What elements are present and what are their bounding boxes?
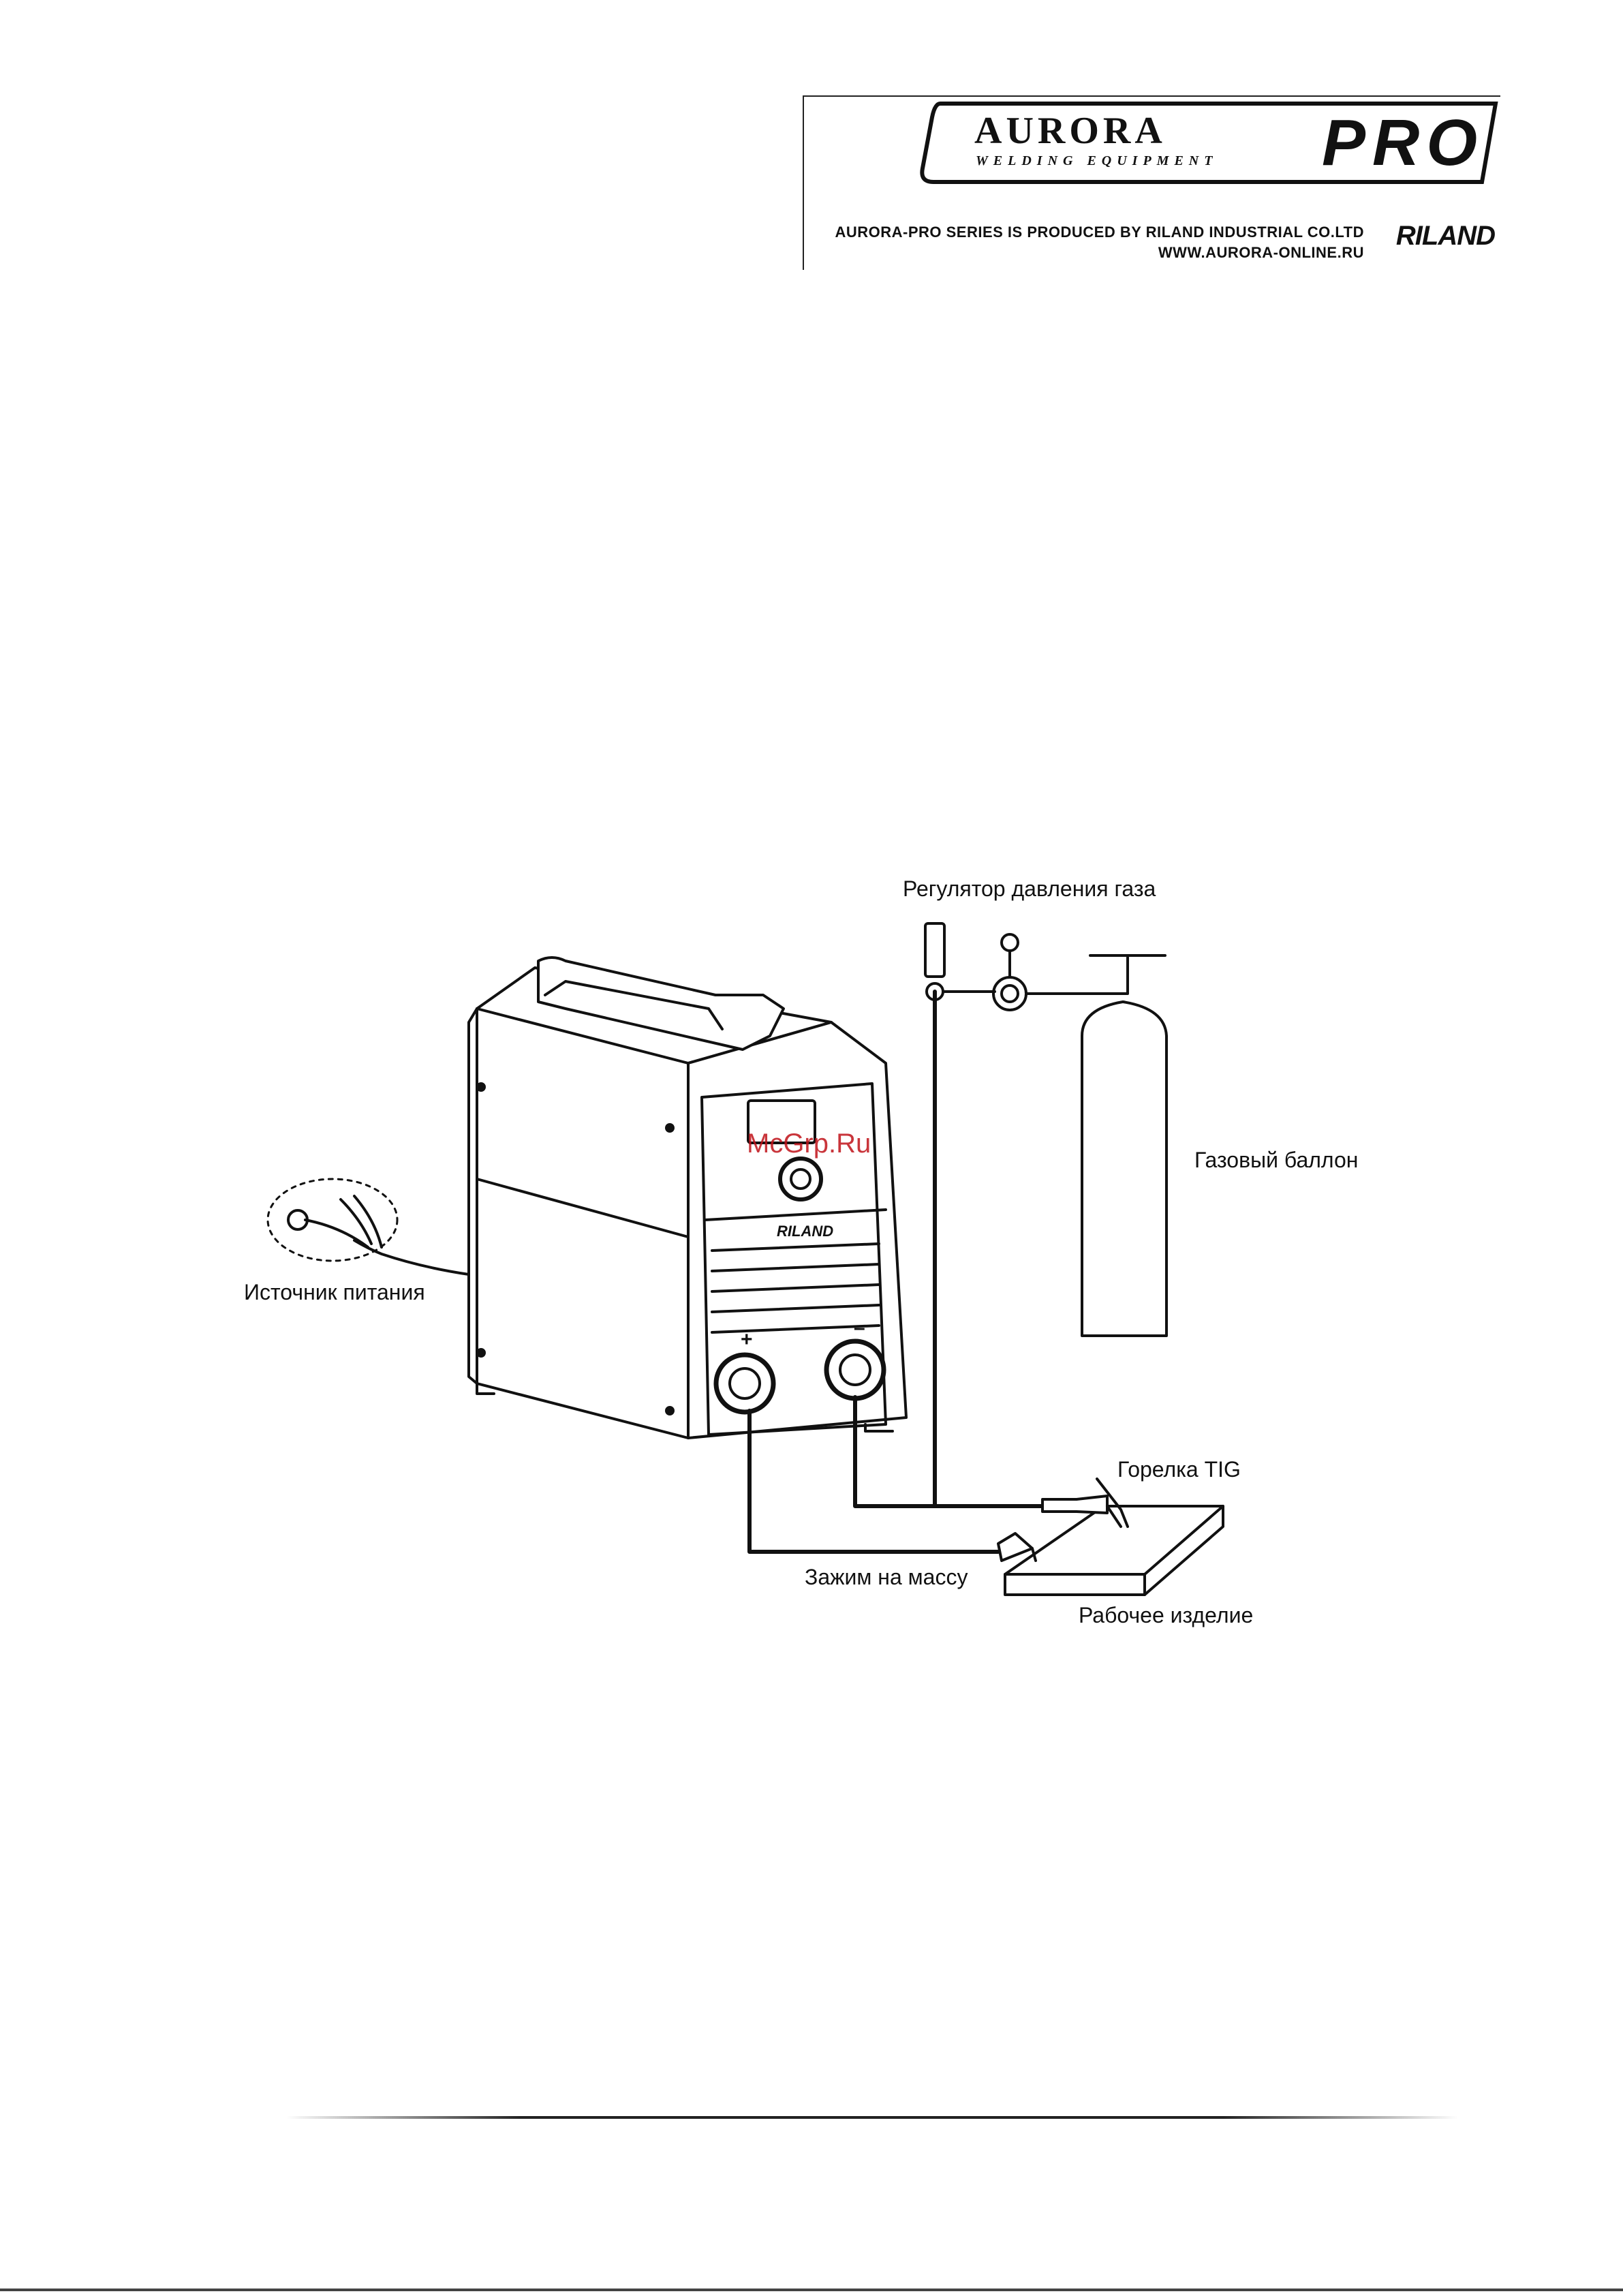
page-bottom-edge [0,2289,1623,2291]
welding-machine [469,958,906,1438]
gas-regulator-label: Регулятор давления газа [903,876,1156,902]
terminal-minus-sign: – [854,1317,865,1339]
gas-cylinder-label: Газовый баллон [1194,1148,1358,1173]
power-cable [268,1179,469,1274]
ground-clamp-label: Зажим на массу [805,1565,968,1590]
gas-regulator [925,923,1165,1010]
power-source-label: Источник питания [244,1280,425,1305]
footer-divider [286,2116,1458,2119]
gas-cylinder [1082,1002,1166,1336]
terminal-plus-sign: + [741,1328,753,1351]
workpiece-label: Рабочее изделие [1079,1603,1253,1628]
machine-brand-label: RILAND [777,1223,833,1240]
watermark-text: McGrp.Ru [747,1129,871,1159]
workpiece [1005,1506,1223,1595]
tig-torch-label: Горелка TIG [1117,1457,1241,1482]
